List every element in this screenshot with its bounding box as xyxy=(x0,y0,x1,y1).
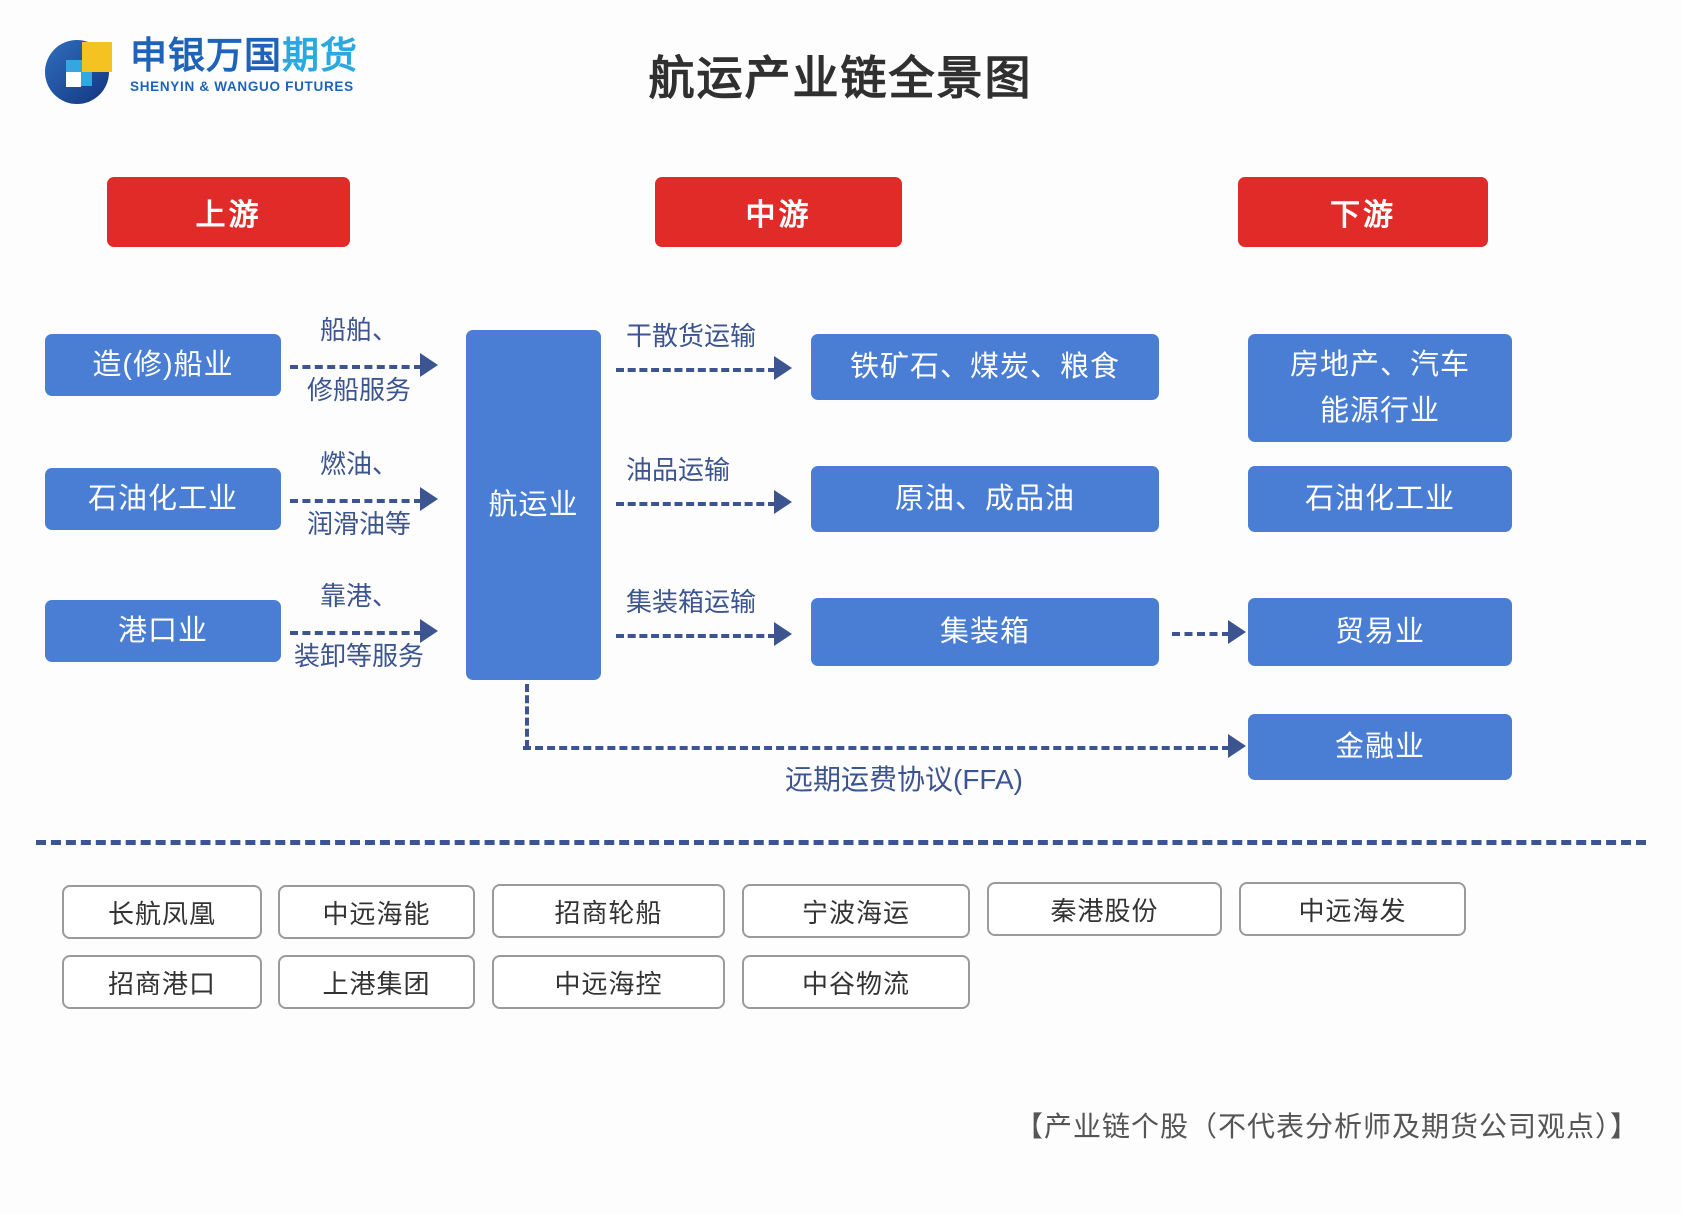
node-line-2: 能源行业 xyxy=(1319,395,1440,427)
company-logo-icon xyxy=(44,32,118,106)
node-line-1: 房地产、汽车 xyxy=(1289,349,1470,381)
brand-logo: 申银万国期货 SHENYIN & WANGUO FUTURES xyxy=(44,28,364,114)
stock-chip[interactable]: 上港集团 xyxy=(278,955,475,1009)
node-trade-industry[interactable]: 贸易业 xyxy=(1248,598,1512,666)
arrowhead-ffa-to-finance xyxy=(1228,734,1246,758)
brand-name-cn-accent: 期货 xyxy=(282,35,358,76)
arrow-petrochemical-to-hub xyxy=(290,499,422,503)
stock-chip[interactable]: 秦港股份 xyxy=(987,882,1222,936)
node-petrochemical-upstream[interactable]: 石油化工业 xyxy=(45,468,281,530)
node-shipbuilding[interactable]: 造(修)船业 xyxy=(45,334,281,396)
node-shipping-industry-hub[interactable]: 航运业 xyxy=(466,330,601,680)
stock-chip[interactable]: 招商港口 xyxy=(62,955,262,1009)
node-oil-products[interactable]: 原油、成品油 xyxy=(811,466,1159,532)
footnote-text: 【产业链个股（不代表分析师及期货公司观点）】 xyxy=(1014,1111,1639,1142)
arrowhead-shipbuilding-to-hub xyxy=(420,353,438,377)
brand-name-en: SHENYIN & WANGUO FUTURES xyxy=(130,79,354,94)
arrow-oil-transport xyxy=(616,502,776,506)
stock-chip[interactable]: 长航凤凰 xyxy=(62,885,262,939)
flow-label-port-top: 靠港、 xyxy=(319,581,398,611)
arrow-container-to-trade xyxy=(1172,632,1230,636)
arrow-shipbuilding-to-hub xyxy=(290,365,422,369)
flow-label-port-bottom: 装卸等服务 xyxy=(293,641,424,671)
arrowhead-port-to-hub xyxy=(420,619,438,643)
arrowhead-dry-bulk xyxy=(774,356,792,380)
section-divider xyxy=(36,840,1646,845)
node-port-industry[interactable]: 港口业 xyxy=(45,600,281,662)
stock-chip[interactable]: 中远海控 xyxy=(492,955,725,1009)
node-finance-industry[interactable]: 金融业 xyxy=(1248,714,1512,780)
node-petrochemical-downstream[interactable]: 石油化工业 xyxy=(1248,466,1512,532)
arrowhead-container-transport xyxy=(774,622,792,646)
arrowhead-container-to-trade xyxy=(1228,620,1246,644)
flow-label-shipbuilding-bottom: 修船服务 xyxy=(306,375,411,405)
stock-chip[interactable]: 宁波海运 xyxy=(742,884,970,938)
brand-name-cn: 申银万国 xyxy=(130,35,282,76)
flow-label-dry-bulk: 干散货运输 xyxy=(626,321,757,351)
flow-label-petrochemical-top: 燃油、 xyxy=(319,449,398,479)
flow-label-oil-transport: 油品运输 xyxy=(626,455,731,485)
arrow-port-to-hub xyxy=(290,631,422,635)
stock-chip[interactable]: 中谷物流 xyxy=(742,955,970,1009)
arrowhead-oil-transport xyxy=(774,490,792,514)
arrow-dry-bulk xyxy=(616,368,776,372)
node-containers[interactable]: 集装箱 xyxy=(811,598,1159,666)
stage-header-downstream: 下游 xyxy=(1238,177,1488,247)
node-dry-bulk-goods[interactable]: 铁矿石、煤炭、粮食 xyxy=(811,334,1159,400)
arrowhead-petrochemical-to-hub xyxy=(420,487,438,511)
flow-label-container-transport: 集装箱运输 xyxy=(626,587,757,617)
page-title: 航运产业链全景图 xyxy=(648,52,1033,104)
node-realestate-auto-energy[interactable]: 房地产、汽车 能源行业 xyxy=(1248,334,1512,442)
stage-header-midstream: 中游 xyxy=(655,177,902,247)
brand-wordmark: 申银万国期货 SHENYIN & WANGUO FUTURES xyxy=(130,34,360,94)
stock-chip[interactable]: 招商轮船 xyxy=(492,884,725,938)
stock-chip[interactable]: 中远海发 xyxy=(1239,882,1466,936)
flow-label-petrochemical-bottom: 润滑油等 xyxy=(306,509,411,539)
ffa-vertical-segment xyxy=(525,684,529,748)
stock-chip[interactable]: 中远海能 xyxy=(278,885,475,939)
arrow-container-transport xyxy=(616,634,776,638)
ffa-horizontal-segment xyxy=(523,746,1230,750)
ffa-label: 远期运费协议(FFA) xyxy=(785,764,1023,795)
stage-header-upstream: 上游 xyxy=(107,177,350,247)
flow-label-shipbuilding-top: 船舶、 xyxy=(319,315,398,345)
